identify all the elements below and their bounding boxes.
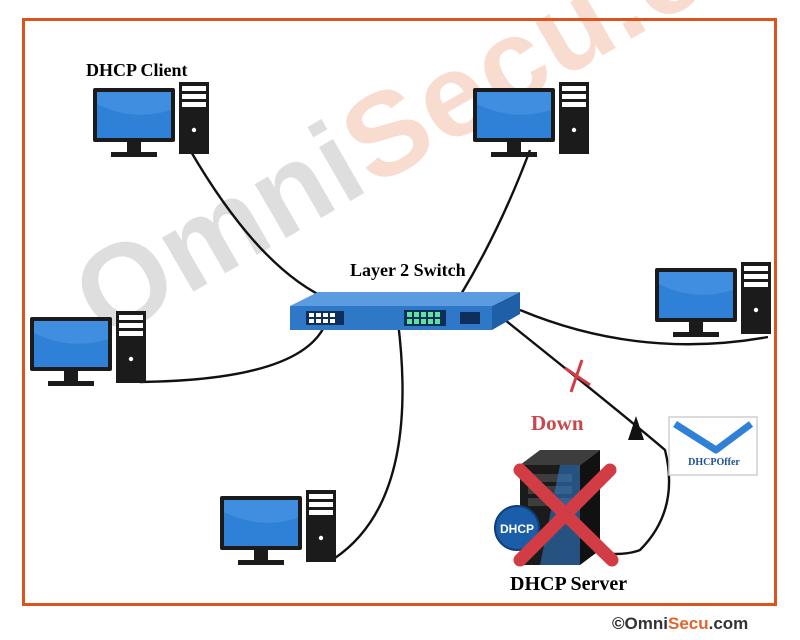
server-down-cross-icon — [513, 463, 619, 567]
cable-client-left — [139, 324, 327, 384]
dhcp-server-label: DHCP Server — [510, 573, 628, 595]
diagram-frame — [22, 18, 777, 606]
computer-bottom-icon — [220, 490, 336, 565]
switch-label: Layer 2 Switch — [350, 260, 466, 280]
layer2-switch-icon — [290, 292, 520, 330]
cables — [139, 149, 769, 559]
cable-client-top-left — [188, 149, 331, 302]
dhcp-client-label: DHCP Client — [86, 60, 188, 80]
cable-client-top-right — [458, 149, 532, 297]
server-status-label: Down — [531, 411, 584, 435]
cable-client-right — [519, 308, 769, 346]
copyright-secu: Secu — [667, 614, 709, 633]
computer-left-icon — [30, 311, 146, 386]
copyright-notice: ©OmniSecu.com — [612, 614, 748, 634]
dhcp-badge-text: DHCP — [500, 522, 534, 536]
copyright-omni: Omni — [624, 614, 668, 633]
copyright-com: .com — [708, 614, 749, 633]
envelope-label: DHCPOffer — [688, 457, 740, 468]
up-arrow-icon — [628, 416, 644, 440]
dhcpoffer-envelope-icon: DHCPOffer — [668, 416, 758, 476]
link-broken-icon — [564, 359, 591, 393]
computer-top-right-icon — [473, 82, 589, 157]
copyright-symbol: © — [612, 614, 625, 633]
computer-right-icon — [655, 262, 771, 337]
cable-client-bottom — [334, 321, 404, 559]
dhcp-client-computer-icon — [93, 82, 209, 157]
dhcp-badge-icon: DHCP — [494, 505, 540, 551]
